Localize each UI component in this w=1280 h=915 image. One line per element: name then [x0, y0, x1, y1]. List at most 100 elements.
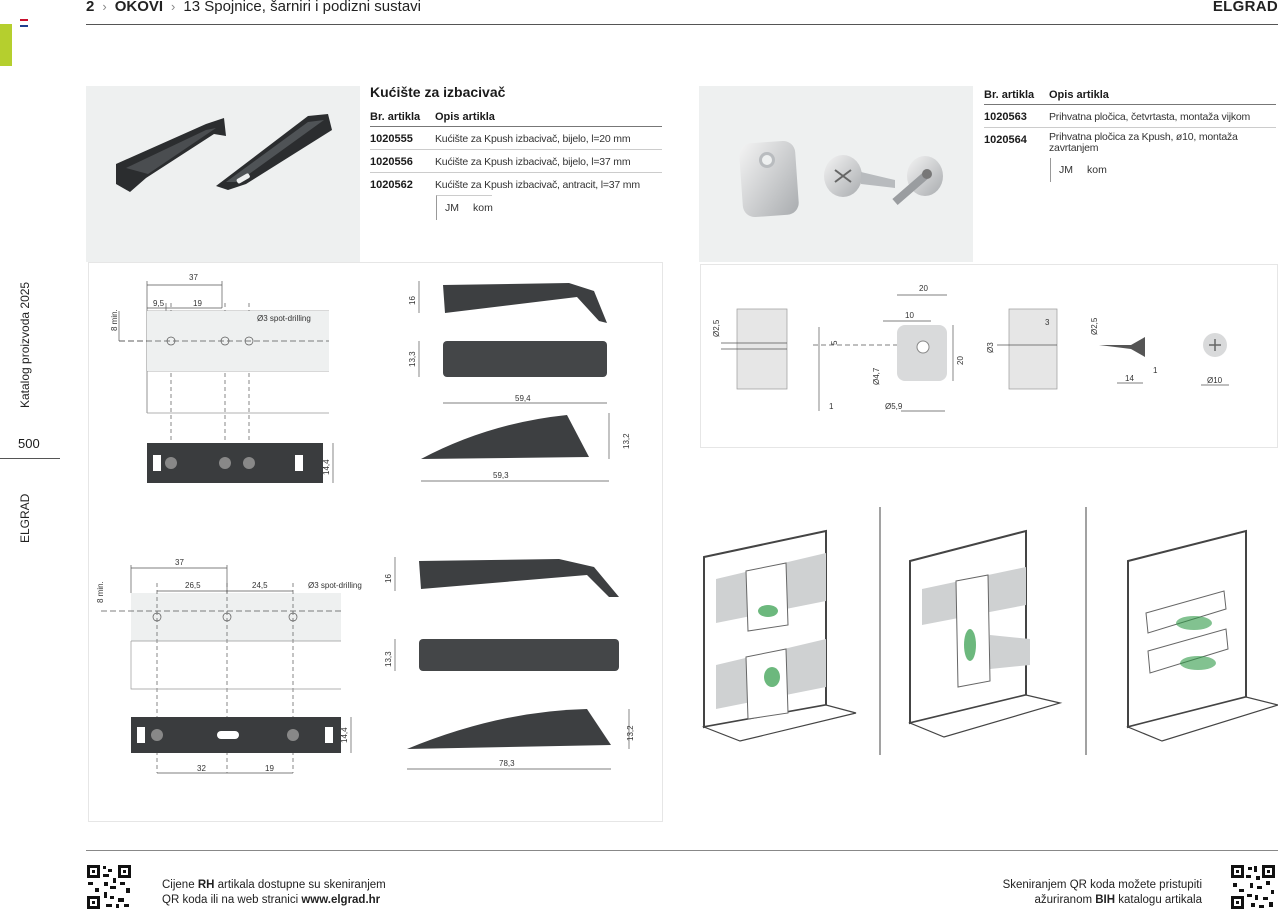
footer-text: Cijene: [162, 879, 198, 891]
unit-value: kom: [1087, 164, 1107, 176]
table-header: Br. artikla Opis artikla: [370, 108, 662, 127]
dim-spot-drilling-b: Ø3 spot-drilling: [308, 581, 362, 590]
footer-divider: [86, 850, 1278, 851]
table-row[interactable]: 1020562 Kućište za Kpush izbacivač, antr…: [370, 173, 662, 196]
dim-594: 59,4: [515, 394, 531, 403]
dim-37b: 37: [175, 558, 184, 567]
footer-text: katalogu artikala: [1115, 894, 1202, 906]
footer-text: artikala dostupne su skeniranjem: [214, 879, 386, 891]
unit-cell: JM kom: [436, 195, 493, 220]
chevron-right-icon: ›: [171, 0, 176, 14]
unit-label: JM: [1059, 164, 1073, 176]
page-number-divider: [0, 458, 60, 459]
table-row[interactable]: 1020555 Kućište za Kpush izbacivač, bije…: [370, 126, 662, 150]
footer-text-bold: RH: [197, 879, 215, 891]
dim-d25b: Ø2,5: [1090, 317, 1099, 335]
dim-95: 9,5: [153, 299, 165, 308]
unit-cell: JM kom: [1050, 158, 1107, 182]
dim-1b: 1: [1153, 366, 1158, 375]
footer-text: QR koda ili na web stranici: [162, 894, 302, 906]
dim-20a: 20: [919, 284, 928, 293]
article-desc: Kućište za Kpush izbacivač, bijelo, l=37…: [435, 149, 662, 173]
table-row[interactable]: 1020563 Prihvatna pločica, četvrtasta, m…: [984, 104, 1276, 128]
col-desc: Opis artikla: [1049, 86, 1276, 105]
col-desc: Opis artikla: [435, 108, 662, 127]
dim-20b: 20: [956, 356, 965, 365]
article-desc: Prihvatna pločica za Kpush, ø10, montaža…: [1049, 131, 1238, 154]
dim-8min: 8 min.: [110, 309, 119, 331]
illustration-vertical-door: [908, 529, 1063, 738]
article-code: 1020563: [984, 104, 1049, 128]
table-row[interactable]: 1020564 Prihvatna pločica za Kpush, ø10,…: [984, 128, 1276, 159]
dim-5: 5: [830, 340, 839, 345]
article-desc: Kućište za Kpush izbacivač, antracit, l=…: [435, 179, 640, 191]
section-tab: [0, 24, 12, 66]
article-desc: Prihvatna pločica, četvrtasta, montaža v…: [1049, 104, 1276, 128]
dim-d10b: Ø10: [1207, 376, 1223, 385]
website-link[interactable]: www.elgrad.hr: [301, 894, 381, 906]
dim-d25a: Ø2,5: [712, 319, 721, 337]
col-code: Br. artikla: [984, 86, 1049, 105]
footer-text: ažuriranom: [1034, 894, 1096, 906]
table-row[interactable]: 1020556 Kućište za Kpush izbacivač, bije…: [370, 149, 662, 173]
page-number: 500: [18, 436, 40, 451]
breadcrumb-page[interactable]: 2: [86, 0, 95, 15]
header-divider: [86, 24, 1278, 25]
flag-icon: [20, 19, 28, 27]
illustration-horizontal-doors: [701, 529, 857, 742]
dim-3b: 3: [1045, 318, 1050, 327]
dim-8min-b: 8 min.: [96, 581, 105, 603]
footer-text-bold: BIH: [1095, 894, 1116, 906]
dim-d3a: Ø3: [986, 342, 995, 353]
qr-code-right[interactable]: [1230, 864, 1276, 910]
unit-label: JM: [445, 202, 459, 214]
dim-d47: Ø4,7: [872, 367, 881, 385]
dim-132: 13,2: [622, 433, 631, 449]
dim-133: 13,3: [408, 351, 417, 367]
footer-text: Skeniranjem QR koda možete pristupiti: [1002, 879, 1202, 891]
product-photo-housing: [86, 86, 360, 262]
breadcrumb-subsection[interactable]: 13 Spojnice, šarniri i podizni sustavi: [183, 0, 421, 15]
dim-144: 14,4: [322, 459, 331, 475]
side-brand: ELGRAD: [18, 493, 32, 543]
dim-19b: 19: [265, 764, 274, 773]
dim-37: 37: [189, 273, 198, 282]
breadcrumb: 2 › OKOVI › 13 Spojnice, šarniri i podiz…: [86, 0, 421, 15]
dim-265: 26,5: [185, 581, 201, 590]
brand-header: ELGRAD: [1212, 0, 1278, 15]
footer-left-text: Cijene RH artikala dostupne su skeniranj…: [162, 878, 386, 908]
dim-32: 32: [197, 764, 206, 773]
qr-code-left[interactable]: [86, 864, 132, 910]
chevron-right-icon: ›: [102, 0, 107, 14]
article-code: 1020562: [370, 179, 413, 191]
dim-144b: 14,4: [340, 727, 349, 743]
dim-14: 14: [1125, 374, 1134, 383]
article-code: 1020564: [984, 134, 1027, 146]
product-table-left: Br. artikla Opis artikla 1020555 Kućište…: [370, 108, 662, 220]
dim-132b: 13,2: [626, 725, 635, 741]
unit-value: kom: [473, 202, 493, 214]
dim-spot-drilling: Ø3 spot-drilling: [257, 314, 311, 323]
article-desc: Kućište za Kpush izbacivač, bijelo, l=20…: [435, 126, 662, 150]
product-table-right: Br. artikla Opis artikla 1020563 Prihvat…: [984, 86, 1276, 182]
dim-16b: 16: [384, 574, 393, 583]
dim-1a: 1: [829, 402, 834, 411]
col-code: Br. artikla: [370, 108, 435, 127]
breadcrumb-section[interactable]: OKOVI: [114, 0, 164, 15]
article-code: 1020556: [370, 149, 435, 173]
catalog-label: Katalog proizvoda 2025: [18, 281, 32, 408]
dim-d59: Ø5,9: [885, 402, 903, 411]
footer-right-text: Skeniranjem QR koda možete pristupiti až…: [1003, 878, 1202, 908]
dim-593: 59,3: [493, 471, 509, 480]
dim-19: 19: [193, 299, 202, 308]
dim-133b: 13,3: [384, 651, 393, 667]
product-title: Kućište za izbacivač: [370, 84, 506, 100]
table-header: Br. artikla Opis artikla: [984, 86, 1276, 105]
dim-245: 24,5: [252, 581, 268, 590]
dim-16: 16: [408, 296, 417, 305]
technical-drawing-plate: Ø2,5 5 1 20 10 Ø4,7 20 Ø5,9 Ø3 3 Ø2,5 14…: [700, 264, 1278, 448]
installation-illustrations: [700, 505, 1280, 755]
dim-783: 78,3: [499, 759, 515, 768]
technical-drawing-housing: 37 9,5 19 Ø3 spot-drilling 8 min. 14,4 1…: [88, 262, 663, 822]
product-photo-plate: [699, 86, 973, 262]
